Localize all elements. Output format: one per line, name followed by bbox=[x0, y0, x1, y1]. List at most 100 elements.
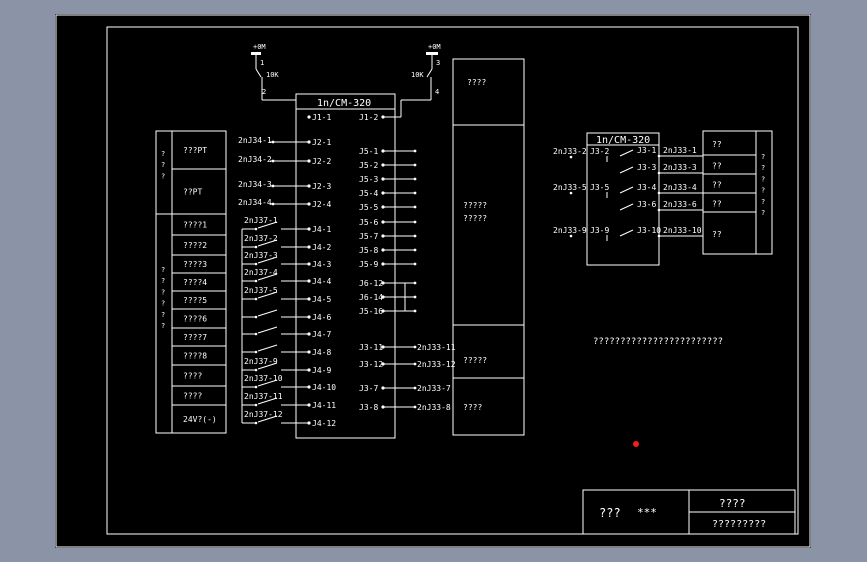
mid-table-row-1: ???? bbox=[467, 78, 486, 87]
main-right-pin-13: J5-16 bbox=[359, 307, 383, 316]
terminal-dot bbox=[413, 177, 417, 181]
left-table-row-13: 24V?(-) bbox=[183, 415, 217, 424]
switch-contact bbox=[254, 245, 258, 249]
switch-contact bbox=[254, 315, 258, 319]
mid-table-row-2: ?????????? bbox=[463, 201, 487, 223]
left-table-row-12: ???? bbox=[183, 392, 202, 401]
left-table-row-9: ????7 bbox=[183, 333, 207, 342]
potentiometer-left: +0M 1 10K 2 bbox=[251, 43, 297, 117]
title-block-bottom-right: ????????? bbox=[712, 519, 766, 530]
left-table-row-6: ????4 bbox=[183, 278, 207, 287]
right-module-left-label-2: 2nJ33-5 bbox=[553, 183, 587, 192]
terminal-dot bbox=[413, 248, 417, 252]
right-module-left-label-3: 2nJ33-9 bbox=[553, 226, 587, 235]
pot-right-pin3: 3 bbox=[436, 59, 440, 67]
main-left-pin-11: J4-6 bbox=[312, 313, 331, 322]
left-table-row-10: ????8 bbox=[183, 352, 207, 361]
main-right-pin-9: J5-8 bbox=[359, 246, 378, 255]
terminal-dot bbox=[569, 155, 573, 159]
terminal-dot bbox=[657, 208, 661, 212]
main-right-pin-4: J5-3 bbox=[359, 175, 378, 184]
pot-left-value: 10K bbox=[266, 71, 279, 79]
pot-right-top-label: +0M bbox=[428, 43, 441, 51]
terminal-dot bbox=[413, 295, 417, 299]
terminal-dot bbox=[413, 362, 417, 366]
title-block: ??? *** ???? ????????? bbox=[582, 489, 796, 535]
terminal-dot bbox=[413, 234, 417, 238]
switch-label-2: 2nJ37-2 bbox=[244, 234, 278, 243]
switch-label-5: 2nJ37-5 bbox=[244, 286, 278, 295]
main-left-pin-12: J4-7 bbox=[312, 330, 331, 339]
left-table-row-2: ??PT bbox=[183, 188, 202, 197]
middle-table: ???? ?????????? ????? ???? bbox=[452, 58, 525, 436]
main-left-pin-14: J4-9 bbox=[312, 366, 331, 375]
main-right-bottom-pin-2: J3-12 bbox=[359, 360, 383, 369]
terminal-dot bbox=[413, 386, 417, 390]
main-right-bottom-pin-3: J3-7 bbox=[359, 384, 378, 393]
terminal-dot bbox=[413, 149, 417, 153]
right-table-row-1: ?? bbox=[712, 140, 722, 149]
switch-label-1: 2nJ37-1 bbox=[244, 216, 278, 225]
terminal-dot bbox=[413, 262, 417, 266]
terminal-dot bbox=[271, 159, 275, 163]
terminal-dot bbox=[413, 191, 417, 195]
terminal-dot bbox=[413, 163, 417, 167]
left-wire-label-2: 2nJ34-2 bbox=[238, 155, 272, 164]
title-block-left: ??? bbox=[599, 506, 621, 520]
inner-border bbox=[106, 26, 799, 535]
switch-contact bbox=[254, 262, 258, 266]
pot-left-pin2: 2 bbox=[262, 88, 266, 96]
right-module-right-label-1: 2nJ33-1 bbox=[663, 146, 697, 155]
right-bottom-wire-label-3: 2nJ33-7 bbox=[417, 384, 451, 393]
main-right-pin-7: J5-6 bbox=[359, 218, 378, 227]
main-left-pin-15: J4-10 bbox=[312, 383, 336, 392]
left-table-row-5: ????3 bbox=[183, 260, 207, 269]
schematic-drawing: +0M 1 10K 2 +0M 3 10K 4 1n/CM-320 J1-1J2… bbox=[55, 14, 811, 548]
main-left-pin-3: J2-2 bbox=[312, 157, 331, 166]
right-module-right-label-3: 2nJ33-4 bbox=[663, 183, 697, 192]
module-main-title: 1n/CM-320 bbox=[317, 98, 371, 109]
right-bottom-wire-label-2: 2nJ33-12 bbox=[417, 360, 456, 369]
terminal-dot bbox=[657, 191, 661, 195]
main-left-pin-16: J4-11 bbox=[312, 401, 336, 410]
main-right-pin-8: J5-7 bbox=[359, 232, 378, 241]
switch-group: 2nJ37-12nJ37-22nJ37-32nJ37-42nJ37-52nJ37… bbox=[241, 216, 309, 425]
mid-table-row-4: ???? bbox=[463, 403, 482, 412]
red-marker bbox=[633, 441, 639, 447]
right-bottom-wire-label-4: 2nJ33-8 bbox=[417, 403, 451, 412]
main-left-pin-4: J2-3 bbox=[312, 182, 331, 191]
right-module-right-pin-2: J3-3 bbox=[637, 163, 656, 172]
switch-label-7: 2nJ37-10 bbox=[244, 374, 283, 383]
switch-contact bbox=[254, 297, 258, 301]
right-module-right-pin-3: J3-4 bbox=[637, 183, 656, 192]
main-left-pin-9: J4-4 bbox=[312, 277, 331, 286]
switch-contact bbox=[254, 332, 258, 336]
pot-left-top-label: +0M bbox=[253, 43, 266, 51]
terminal-dot bbox=[657, 234, 661, 238]
pin-dot bbox=[307, 115, 311, 119]
switch-label-4: 2nJ37-4 bbox=[244, 268, 278, 277]
left-table-side-top: ??? bbox=[161, 150, 165, 180]
terminal-dot bbox=[413, 309, 417, 313]
right-module-left-pin-2: J3-5 bbox=[590, 183, 609, 192]
right-table-row-3: ?? bbox=[712, 181, 722, 190]
terminal-dot bbox=[413, 220, 417, 224]
main-left-pin-1: J1-1 bbox=[312, 113, 331, 122]
terminal-dot bbox=[657, 171, 661, 175]
left-table-row-8: ????6 bbox=[183, 315, 207, 324]
main-right-bottom-pin-4: J3-8 bbox=[359, 403, 378, 412]
switch-contact bbox=[254, 227, 258, 231]
switch-contact bbox=[254, 421, 258, 425]
right-table-row-4: ?? bbox=[712, 200, 722, 209]
left-wire-label-4: 2nJ34-4 bbox=[238, 198, 272, 207]
pot-right-pin4: 4 bbox=[435, 88, 439, 96]
left-table-side-bottom: ?????? bbox=[161, 266, 165, 330]
terminal-dot bbox=[413, 281, 417, 285]
pot-left-pin1: 1 bbox=[260, 59, 264, 67]
terminal-dot bbox=[413, 205, 417, 209]
main-right-pin-1: J1-2 bbox=[359, 113, 378, 122]
right-module-right-label-5: 2nJ33-10 bbox=[663, 226, 702, 235]
right-bottom-wire-label-1: 2nJ33-11 bbox=[417, 343, 456, 352]
